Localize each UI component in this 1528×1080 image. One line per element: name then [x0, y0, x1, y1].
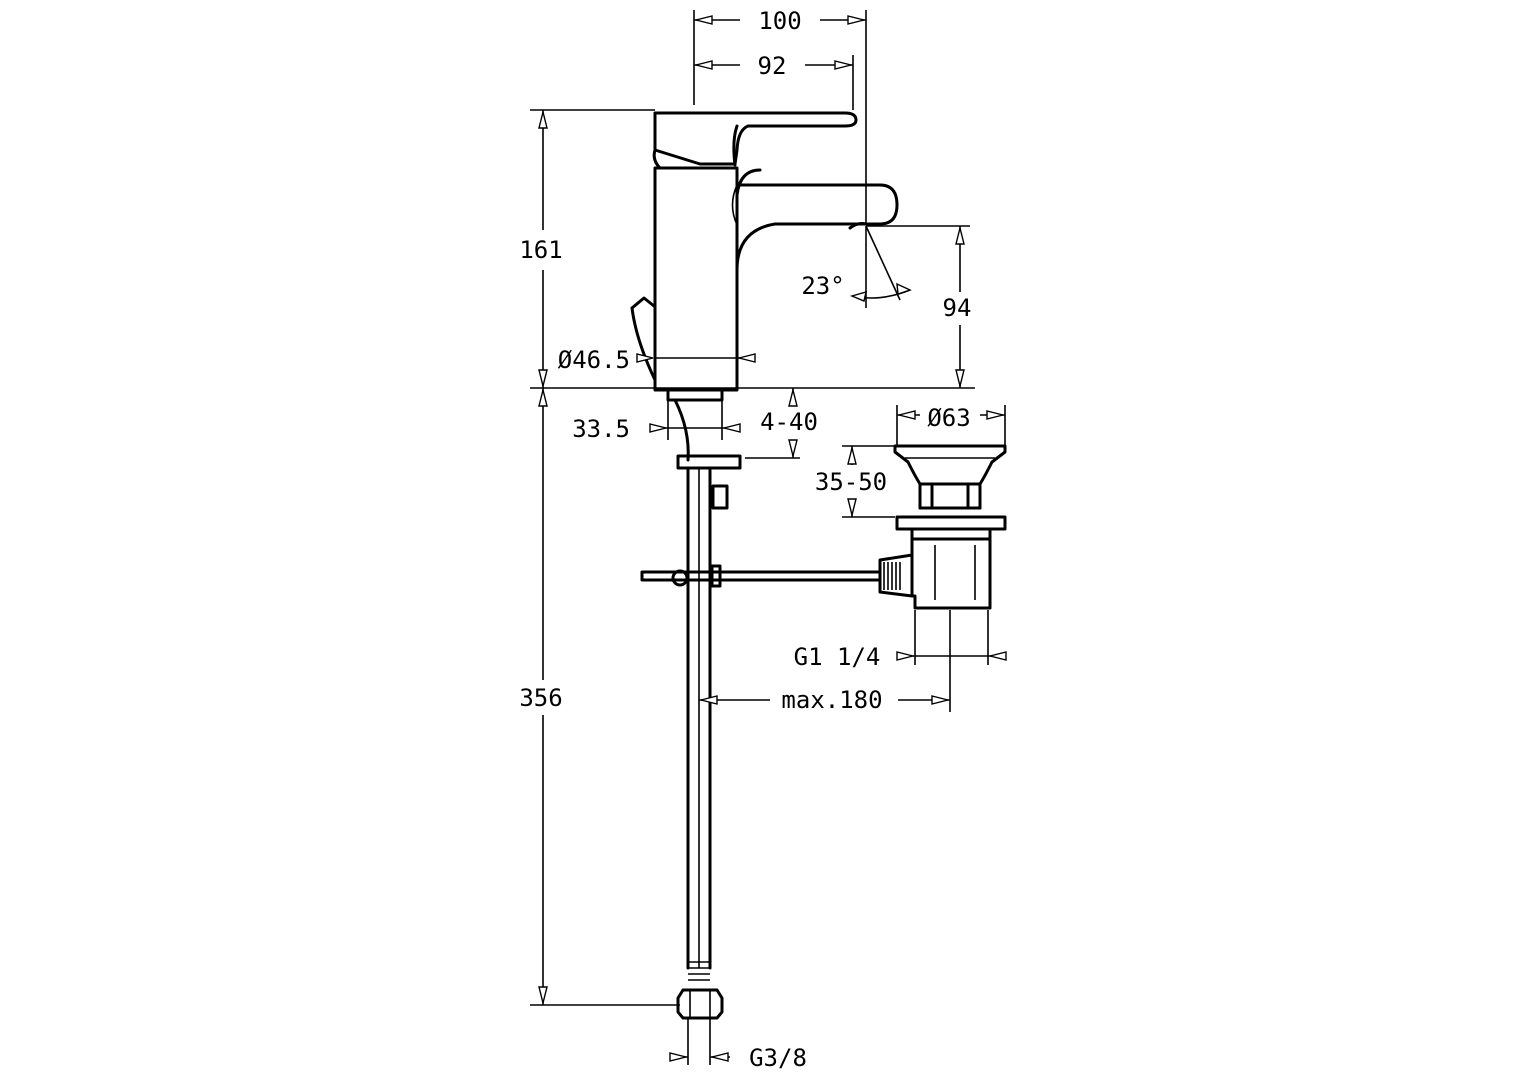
dimension-lines — [530, 10, 1006, 1065]
dim-body-diameter: Ø46.5 — [558, 346, 630, 374]
dim-spout-height: 94 — [943, 294, 972, 322]
dim-overall-reach: 100 — [758, 7, 801, 35]
dim-deck-thickness: 4-40 — [760, 408, 818, 436]
under-deck-parts — [640, 390, 882, 1020]
dim-hose-length: 356 — [519, 684, 562, 712]
arrowheads — [538, 15, 1007, 1062]
pop-up-waste — [878, 444, 1007, 610]
dim-spout-angle: 23° — [801, 272, 844, 300]
dim-waste-distance: max.180 — [781, 686, 882, 714]
dim-spout-reach: 92 — [758, 52, 787, 80]
dim-tap-hole: 33.5 — [572, 415, 630, 443]
dim-total-height: 161 — [519, 236, 562, 264]
dim-waste-depth: 35-50 — [815, 468, 887, 496]
dim-hose-connection: G3/8 — [749, 1044, 807, 1072]
dim-waste-diameter: Ø63 — [927, 404, 970, 432]
dim-waste-thread: G1 1/4 — [794, 643, 881, 671]
faucet-body — [630, 111, 899, 392]
